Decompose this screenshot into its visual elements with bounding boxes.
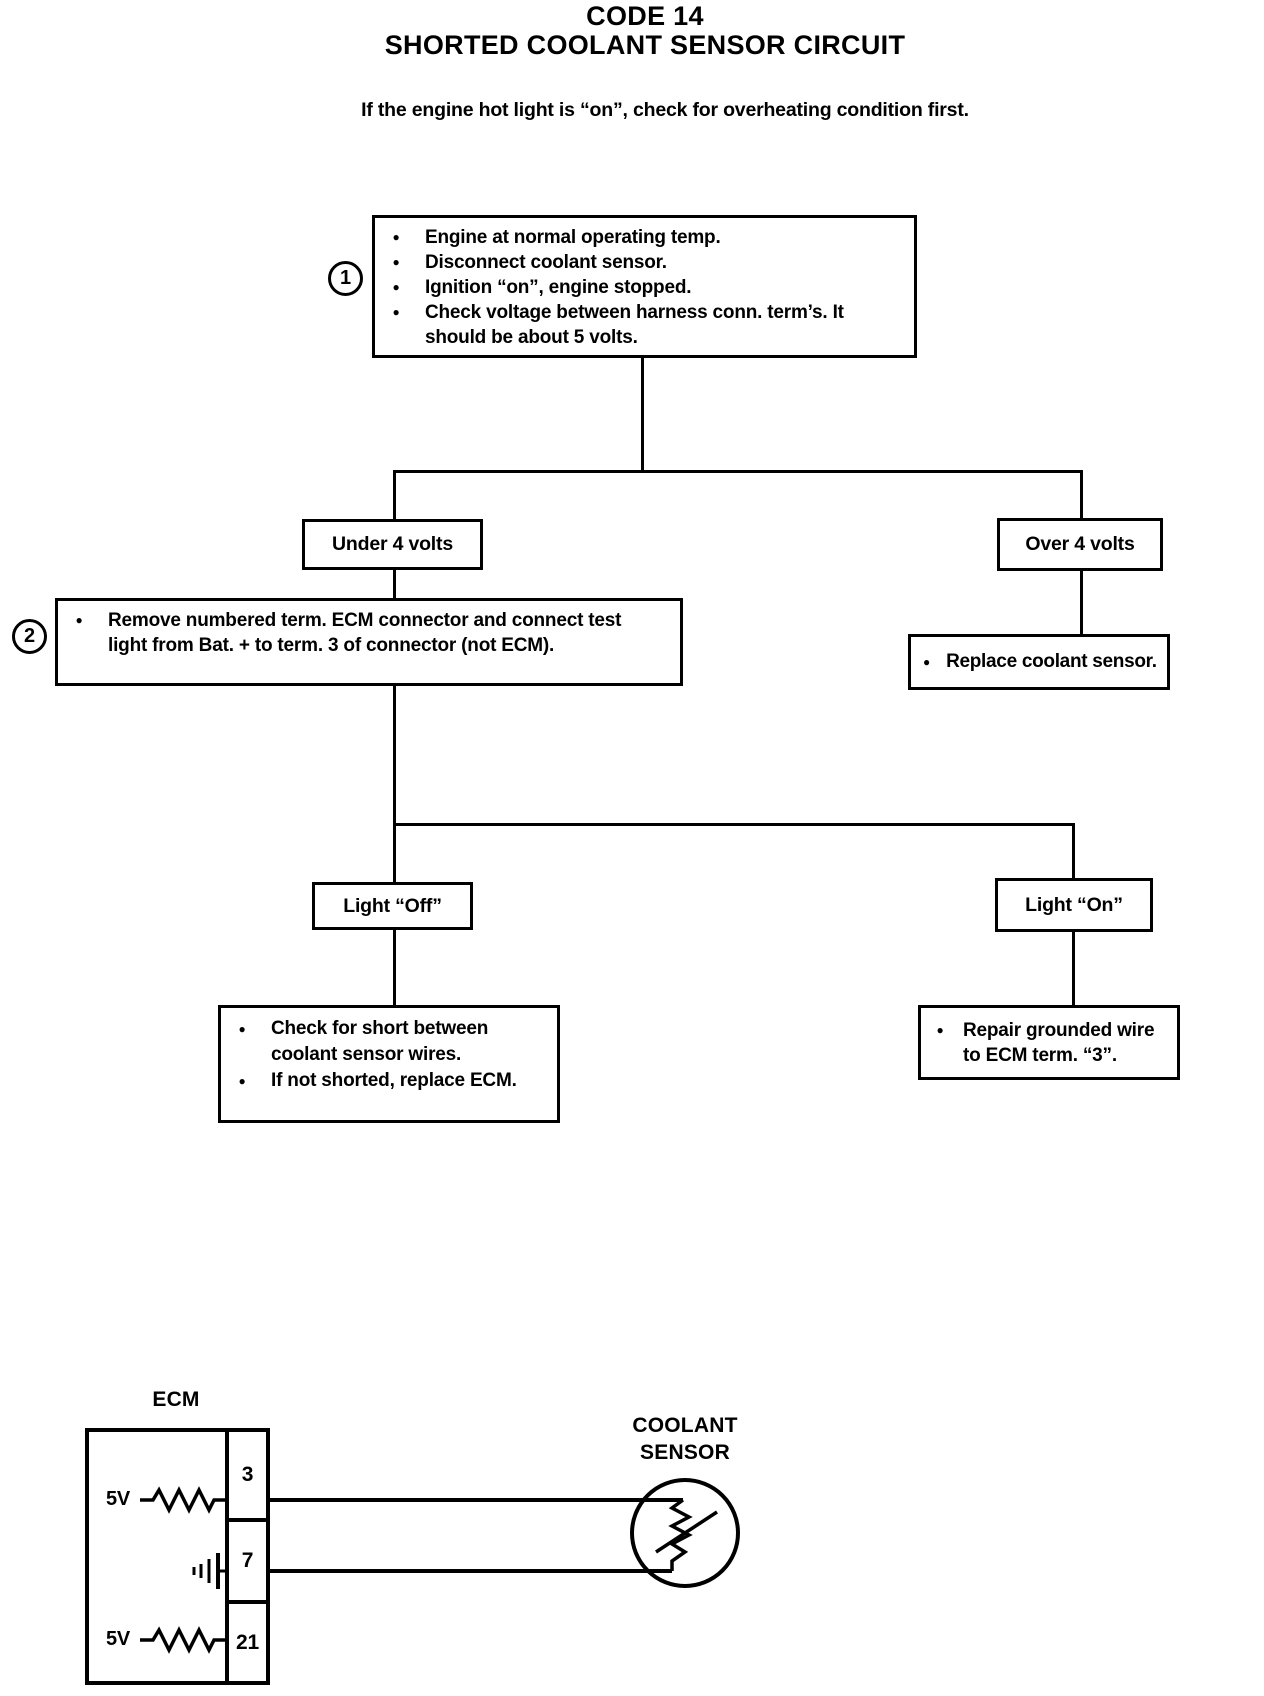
thermistor-diagonal-icon: [655, 1510, 718, 1554]
connector-line: [641, 358, 644, 470]
connector-line: [393, 823, 1075, 826]
terminal-cell: 7: [229, 1522, 266, 1600]
replace-sensor-label: Replace coolant sensor.: [946, 651, 1157, 672]
repair-wire-box: ● Repair grounded wire to ECM term. “3”.: [918, 1005, 1180, 1080]
bullet-icon: ●: [238, 1074, 246, 1088]
bullet-icon: ●: [75, 613, 83, 627]
connector-line: [1072, 823, 1075, 878]
supply-5v-bottom-label: 5V: [106, 1628, 131, 1650]
connector-line: [1072, 932, 1075, 1005]
step2-number: 2: [24, 625, 35, 647]
repair-wire-text: Repair grounded wire to ECM term. “3”.: [963, 1020, 1155, 1066]
coolant-sensor-label-line1: COOLANT: [632, 1414, 738, 1437]
connector-line: [393, 470, 396, 519]
check-short-bullet-2: If not shorted, replace ECM.: [271, 1070, 517, 1091]
connector-line: [1080, 470, 1083, 518]
bullet-icon: ●: [936, 1023, 944, 1037]
terminal-cell: 3: [229, 1432, 266, 1518]
ecm-terminal-column: 3 7 21: [225, 1428, 270, 1685]
connector-line: [393, 823, 396, 882]
coolant-sensor-circle: [630, 1478, 740, 1588]
step2-number-badge: 2: [12, 619, 47, 654]
page-title: CODE 14 SHORTED COOLANT SENSOR CIRCUIT: [385, 2, 906, 60]
terminal-cell: 21: [229, 1604, 266, 1681]
step1-bullet-2: Disconnect coolant sensor.: [425, 252, 667, 273]
ecm-label: ECM: [152, 1388, 200, 1411]
title-code: CODE 14: [586, 1, 704, 31]
replace-sensor-box: ● Replace coolant sensor.: [908, 634, 1170, 690]
step1-bullet-3: Ignition “on”, engine stopped.: [425, 277, 692, 298]
step1-number-badge: 1: [328, 261, 363, 296]
bullet-icon: ●: [392, 230, 400, 244]
check-short-bullet-1: Check for short between coolant sensor w…: [271, 1018, 489, 1065]
light-off-box: Light “Off”: [312, 882, 473, 930]
connector-line: [393, 686, 396, 823]
step1-number: 1: [340, 267, 351, 289]
step2-box: ● Remove numbered term. ECM connector an…: [55, 598, 683, 686]
title-subject: SHORTED COOLANT SENSOR CIRCUIT: [384, 30, 906, 60]
step2-bullet-1: Remove numbered term. ECM connector and …: [108, 610, 622, 656]
bullet-icon: ●: [392, 280, 400, 294]
over-4-volts-label: Over 4 volts: [1025, 533, 1135, 555]
coolant-sensor-label-line2: SENSOR: [640, 1441, 730, 1464]
thermistor-icon: [668, 1498, 693, 1571]
light-on-label: Light “On”: [1025, 893, 1123, 916]
terminal-divider: [229, 1600, 266, 1604]
bullet-icon: ●: [923, 654, 931, 669]
terminal-7-label: 7: [241, 1549, 254, 1572]
terminal-3-label: 3: [241, 1463, 254, 1486]
step1-box: ● Engine at normal operating temp. ● Dis…: [372, 215, 917, 358]
coolant-sensor-label: COOLANT SENSOR: [610, 1412, 760, 1466]
terminal-21-label: 21: [236, 1630, 259, 1654]
bullet-icon: ●: [392, 255, 400, 269]
connector-line: [393, 470, 1083, 473]
bullet-icon: ●: [392, 305, 400, 319]
light-off-label: Light “Off”: [343, 894, 442, 917]
ecm-box: [85, 1428, 229, 1685]
connector-line: [393, 930, 396, 1005]
step1-bullet-4: Check voltage between harness conn. term…: [425, 302, 844, 348]
under-4-volts-box: Under 4 volts: [302, 519, 483, 570]
light-on-box: Light “On”: [995, 878, 1153, 932]
supply-5v-top-label: 5V: [106, 1488, 131, 1510]
check-short-box: ● Check for short between coolant sensor…: [218, 1005, 560, 1123]
step1-bullet-1: Engine at normal operating temp.: [425, 227, 721, 248]
subtitle-note: If the engine hot light is “on”, check f…: [361, 99, 969, 121]
under-4-volts-label: Under 4 volts: [332, 533, 453, 555]
over-4-volts-box: Over 4 volts: [997, 518, 1163, 571]
terminal-divider: [229, 1518, 266, 1522]
connector-line: [393, 570, 396, 598]
connector-line: [1080, 571, 1083, 634]
bullet-icon: ●: [238, 1022, 246, 1036]
